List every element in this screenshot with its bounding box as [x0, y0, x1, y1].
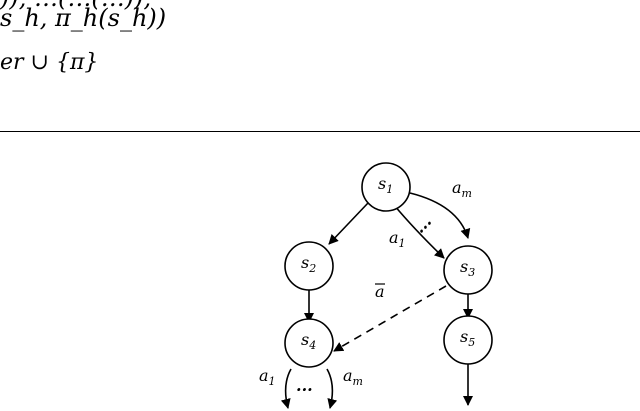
node-label-s4: s4: [301, 330, 316, 352]
node-s3: [443, 245, 493, 295]
edge-s4-out-a1: [280, 368, 292, 409]
node-s4: [284, 318, 334, 368]
edge-label-abar: a: [375, 282, 385, 301]
node-label-s1: s1: [378, 174, 393, 196]
ellipsis-bottom: ...: [296, 376, 313, 395]
edge-s1-s2: [328, 202, 369, 245]
node-s5: [443, 315, 493, 365]
edge-label-a1-bottom: a1: [259, 366, 276, 388]
edge-label-am-top: am: [452, 178, 472, 200]
node-s1: [361, 162, 411, 212]
node-label-s2: s2: [301, 253, 316, 275]
edge-label-am-bottom: am: [343, 366, 363, 388]
ellipsis-top: ...: [410, 212, 435, 237]
edge-s3-s4-dashed: [333, 285, 447, 352]
edge-s1-s3-am: [409, 192, 471, 239]
text-fragment-line-2: s_h, π_h(s_h)): [0, 4, 167, 32]
edge-label-a1-top: a1: [389, 228, 406, 250]
node-s2: [284, 241, 334, 291]
text-fragment-line-3: er ∪ {π}: [0, 50, 99, 75]
horizontal-rule: [0, 131, 640, 132]
text-fragment-line-1: )), …(…(…)),: [0, 0, 151, 10]
edge-s1-s3-a1: [393, 204, 445, 259]
node-label-s5: s5: [460, 327, 475, 349]
node-label-s3: s3: [460, 257, 475, 279]
edge-s4-out-am: [326, 368, 338, 409]
